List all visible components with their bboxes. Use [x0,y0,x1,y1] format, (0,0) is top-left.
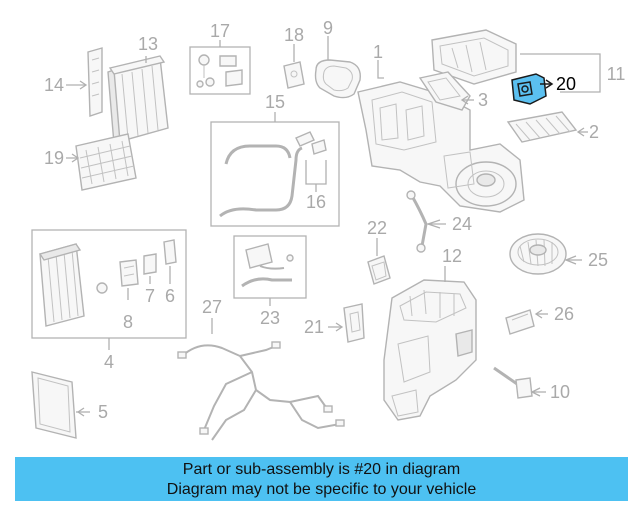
callout-23: 23 [260,308,280,328]
part-11-upper-assembly [431,29,601,93]
part-22-sensor [367,238,391,285]
part-12-lower-housing [383,266,477,421]
part-24-linkage [406,190,446,253]
part-27-wiring-harness [177,318,345,441]
part-14-bracket [66,47,103,117]
callout-12: 12 [442,246,462,266]
part-23-hose-kit [233,235,307,306]
callout-16: 16 [306,192,326,212]
callout-25: 25 [588,250,608,270]
part-5-seal-frame [31,371,90,439]
parts-diagram: 1 2 3 4 5 6 7 8 9 10 11 12 13 14 15 16 1… [31,18,626,441]
callout-8: 8 [123,312,133,332]
part-15-hose-kit [210,112,340,227]
callout-7: 7 [145,286,155,306]
callout-4: 4 [104,352,114,372]
banner-line-2: Diagram may not be specific to your vehi… [166,481,477,498]
part-1-hvac-housing [357,60,525,213]
callout-24: 24 [452,214,472,234]
part-9-seal [314,36,361,99]
callout-20-highlighted: 20 [556,74,576,94]
part-17-hardware-kit [189,40,251,95]
callout-6: 6 [165,286,175,306]
part-18-clip [283,44,305,89]
callout-10: 10 [550,382,570,402]
callout-17: 17 [210,21,230,41]
part-21-bracket [328,303,365,343]
callout-9: 9 [323,18,333,38]
callout-5: 5 [98,402,108,422]
callout-18: 18 [284,25,304,45]
callout-15: 15 [265,92,285,112]
callout-2: 2 [589,122,599,142]
callout-3: 3 [478,90,488,110]
callout-21: 21 [304,317,324,337]
callout-14: 14 [44,75,64,95]
callout-22: 22 [367,218,387,238]
part-10-sensor [493,366,546,399]
part-13-heater-core [107,55,169,145]
callout-19: 19 [44,148,64,168]
info-banner: Part or sub-assembly is #20 in diagram D… [15,457,628,501]
part-19-core [66,133,137,191]
part-2-air-filter [506,111,588,143]
callout-1: 1 [373,42,383,62]
part-4-evaporator-kit [31,229,187,350]
callout-26: 26 [554,304,574,324]
part-20-actuator-highlighted [511,73,554,105]
lead-arrowheads [71,80,585,417]
callout-27: 27 [202,297,222,317]
callout-11: 11 [607,64,626,84]
part-25-blower-motor [509,233,582,275]
part-26-duct [505,309,548,335]
banner-line-1: Part or sub-assembly is #20 in diagram [182,461,461,478]
callout-13: 13 [138,34,158,54]
